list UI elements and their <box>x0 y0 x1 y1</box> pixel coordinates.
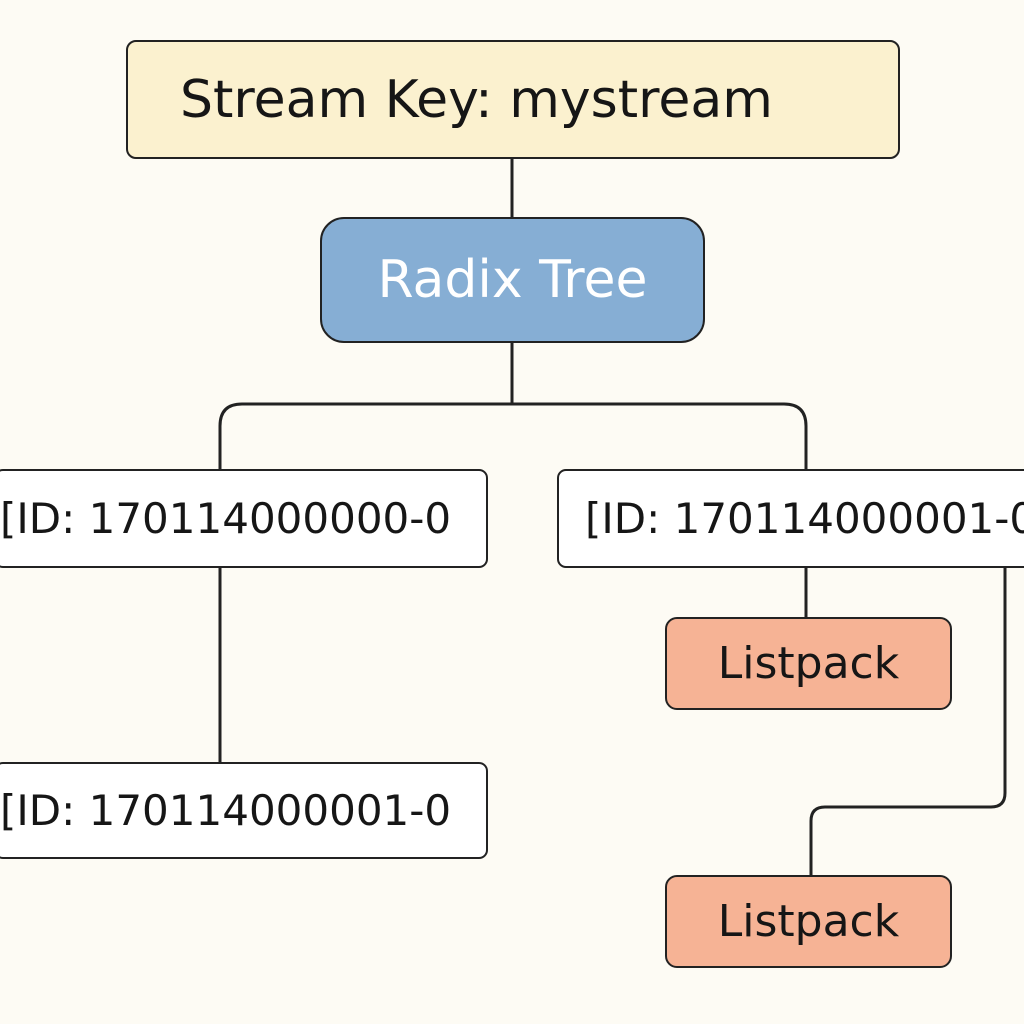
stream-entry-id: [ID: 170114000000-0 <box>0 494 452 543</box>
connector-branch-left <box>218 402 514 471</box>
connector-right-entry-to-second-listpack <box>809 566 1007 877</box>
stream-entry-id: [ID: 170114000001-0 <box>585 494 1024 543</box>
stream-entry-id: [ID: 170114000001-0 <box>0 786 452 835</box>
listpack-label: Listpack <box>717 638 900 689</box>
stream-key-label: Stream Key: mystream <box>180 69 773 130</box>
radix-tree-node: Radix Tree <box>320 217 705 343</box>
connector-branch-right <box>510 402 808 471</box>
listpack-label: Listpack <box>717 896 900 947</box>
radix-tree-label: Radix Tree <box>377 250 648 310</box>
stream-entry-node: [ID: 170114000001-0 <box>557 469 1024 568</box>
stream-entry-node: [ID: 170114000001-0 <box>0 762 488 859</box>
stream-entry-node: [ID: 170114000000-0 <box>0 469 488 568</box>
stream-key-node: Stream Key: mystream <box>126 40 900 159</box>
listpack-node: Listpack <box>665 617 952 710</box>
listpack-node: Listpack <box>665 875 952 968</box>
